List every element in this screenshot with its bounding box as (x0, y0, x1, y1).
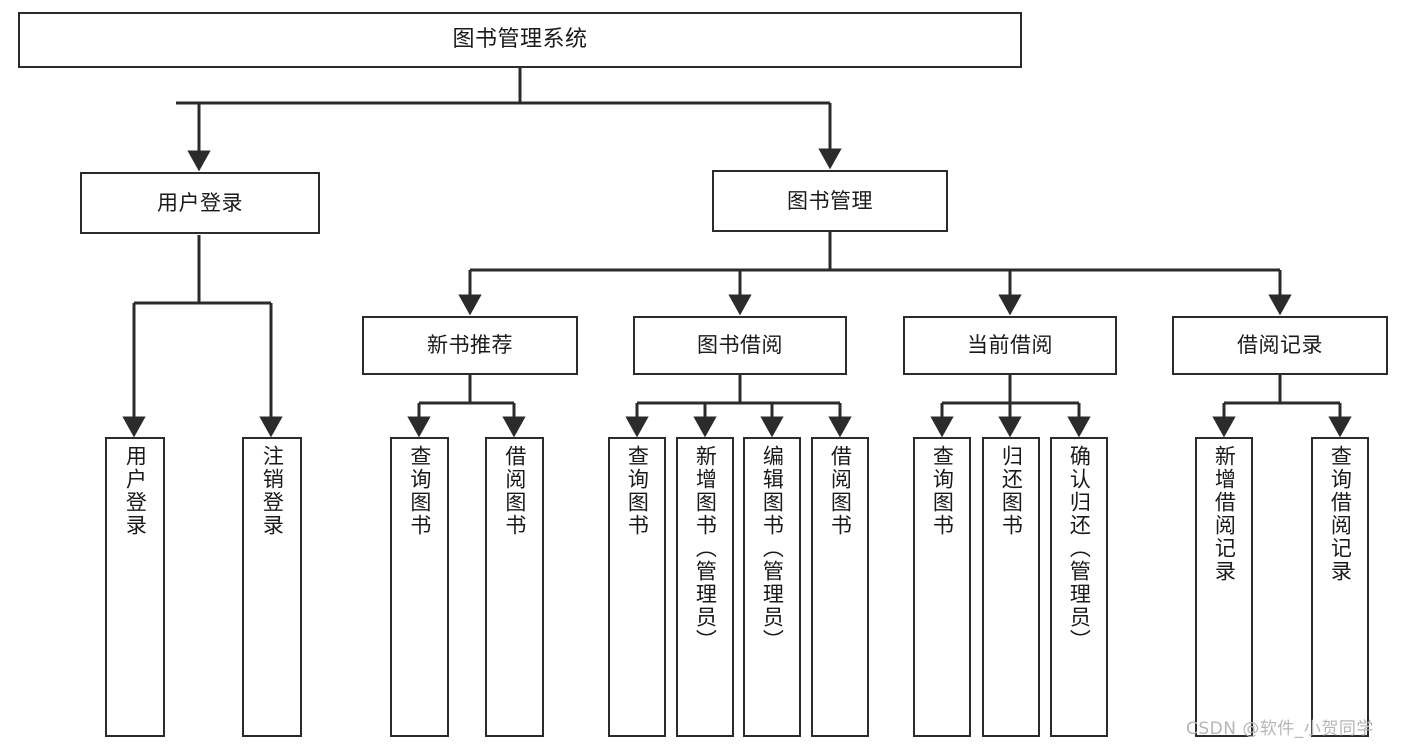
node-label: 编辑图书（管理员） (760, 445, 785, 652)
csdn-watermark: CSDN @软件_小贺同学 (1186, 719, 1374, 739)
node-label: 查询图书 (930, 445, 955, 537)
leaf-user-login[interactable]: 用户登录 (105, 437, 165, 737)
node-book-management[interactable]: 图书管理 (712, 170, 948, 232)
leaf-query-book-current[interactable]: 查询图书 (913, 437, 971, 737)
leaf-edit-book-admin[interactable]: 编辑图书（管理员） (743, 437, 801, 737)
node-label: 借阅记录 (1237, 333, 1323, 358)
node-root-book-management-system[interactable]: 图书管理系统 (18, 12, 1022, 68)
node-label: 图书管理系统 (452, 27, 588, 53)
node-label: 新增图书（管理员） (693, 445, 718, 652)
node-label: 用户登录 (123, 445, 148, 537)
node-label: 借阅图书 (502, 445, 527, 537)
node-label: 查询借阅记录 (1328, 445, 1353, 583)
node-label: 图书管理 (787, 188, 873, 213)
node-label: 用户登录 (157, 190, 243, 215)
node-current-borrowing[interactable]: 当前借阅 (903, 316, 1117, 375)
node-label: 图书借阅 (697, 333, 783, 358)
leaf-query-book-new[interactable]: 查询图书 (390, 437, 449, 737)
leaf-user-logout[interactable]: 注销登录 (242, 437, 302, 737)
node-label: 借阅图书 (828, 445, 853, 537)
node-borrow-records[interactable]: 借阅记录 (1172, 316, 1388, 375)
node-label: 当前借阅 (967, 333, 1053, 358)
node-label: 新增借阅记录 (1212, 445, 1237, 583)
leaf-add-book-admin[interactable]: 新增图书（管理员） (676, 437, 734, 737)
node-label: 归还图书 (999, 445, 1024, 537)
leaf-add-borrow-record[interactable]: 新增借阅记录 (1195, 437, 1253, 737)
node-user-login[interactable]: 用户登录 (80, 172, 320, 234)
node-book-borrowing[interactable]: 图书借阅 (633, 316, 847, 375)
leaf-borrow-book[interactable]: 借阅图书 (811, 437, 869, 737)
node-new-book-recommendation[interactable]: 新书推荐 (362, 316, 578, 375)
node-label: 查询图书 (407, 445, 432, 537)
node-label: 注销登录 (260, 445, 285, 537)
node-label: 查询图书 (625, 445, 650, 537)
leaf-query-borrow-record[interactable]: 查询借阅记录 (1311, 437, 1369, 737)
leaf-query-book-borrow[interactable]: 查询图书 (608, 437, 666, 737)
node-label: 新书推荐 (427, 333, 513, 358)
leaf-return-book[interactable]: 归还图书 (982, 437, 1040, 737)
leaf-borrow-book-new[interactable]: 借阅图书 (485, 437, 544, 737)
leaf-confirm-return-admin[interactable]: 确认归还（管理员） (1050, 437, 1108, 737)
node-label: 确认归还（管理员） (1067, 445, 1092, 652)
